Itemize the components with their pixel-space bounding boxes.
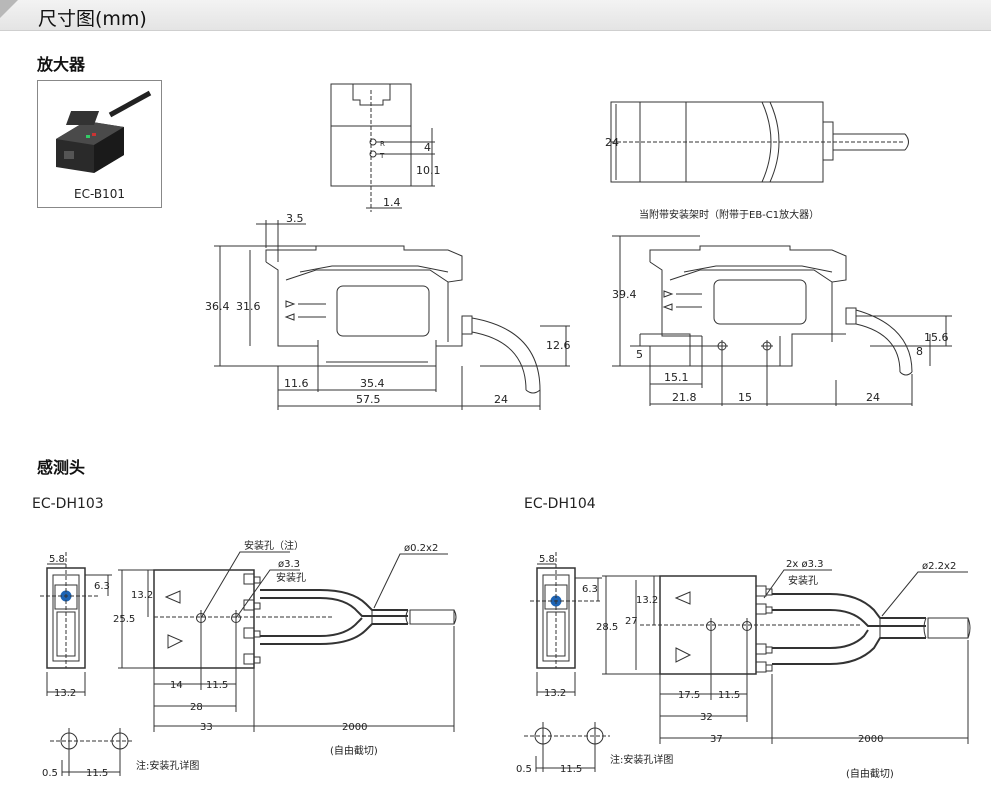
dh104-dim-2000: 2000 xyxy=(858,734,883,745)
dh103-cut: (自由截切) xyxy=(330,744,378,757)
dh104-dim-13-2-front: 13.2 xyxy=(544,688,566,699)
sensor-section-title: 感测头 xyxy=(37,458,86,477)
dh103-dim-11-5: 11.5 xyxy=(206,680,228,691)
amplifier-bracket-view: 39.4 5 15.6 8 15.1 21.8 15 24 xyxy=(612,235,952,406)
dh104-cut: (自由截切) xyxy=(846,767,894,780)
dh103-hole-note: 安装孔（注） xyxy=(244,539,304,552)
dh103-dim-14: 14 xyxy=(170,680,183,691)
dh103-dim-13-2-front: 13.2 xyxy=(54,688,76,699)
dh104-dia-3-3: 2x ø3.3 xyxy=(786,559,823,570)
dh103-dim-28: 28 xyxy=(190,702,203,713)
dim-36-4: 36.4 xyxy=(205,300,230,313)
dim-24-bracket: 24 xyxy=(866,391,880,404)
section-header: 尺寸图(mm) xyxy=(0,0,991,31)
dim-1-4: 1.4 xyxy=(383,196,401,209)
dh104-detail-note: 注:安装孔详图 xyxy=(610,753,673,766)
dim-15-1: 15.1 xyxy=(664,371,689,384)
dh104-dim-0-5: 0.5 xyxy=(516,764,532,775)
dh104-dim-6-3: 6.3 xyxy=(582,584,598,595)
bracket-note: 当附带安装架时（附带于EB-C1放大器） xyxy=(639,208,819,221)
dim-35-4: 35.4 xyxy=(360,377,385,390)
dim-4: 4 xyxy=(424,141,431,154)
dh103-dim-0-5: 0.5 xyxy=(42,768,58,779)
dh104-dim-32: 32 xyxy=(700,712,713,723)
dh103-model-label: EC-DH103 xyxy=(32,496,104,512)
dh104-hole-label: 安装孔 xyxy=(788,574,818,587)
dh104-dim-27: 27 xyxy=(625,616,638,627)
dh103-detail-note: 注:安装孔详图 xyxy=(136,759,199,772)
dim-15-6: 15.6 xyxy=(924,331,949,344)
amplifier-photo: EC-B101 xyxy=(37,80,162,208)
dim-24-front: 24 xyxy=(494,393,508,406)
dh104-dim-28-5: 28.5 xyxy=(596,622,618,633)
dh104-dim-5-8: 5.8 xyxy=(539,554,555,565)
dim-31-6: 31.6 xyxy=(236,300,261,313)
dh103-dia-3-3: ø3.3 xyxy=(278,559,300,570)
dim-12-6: 12.6 xyxy=(546,339,571,352)
dim-11-6: 11.6 xyxy=(284,377,309,390)
header-corner-mark xyxy=(0,0,18,18)
dim-24-side: 24 xyxy=(605,136,619,149)
dim-10-1: 10.1 xyxy=(416,164,441,177)
dim-3-5: 3.5 xyxy=(286,212,304,225)
amplifier-photo-image xyxy=(56,90,152,173)
dh103-dim-2000: 2000 xyxy=(342,722,367,733)
label-r: R xyxy=(380,140,385,148)
dh104-dim-37: 37 xyxy=(710,734,723,745)
amplifier-section-title: 放大器 xyxy=(37,55,86,74)
dim-8: 8 xyxy=(916,345,923,358)
dh104-dim-17-5: 17.5 xyxy=(678,690,700,701)
dim-57-5: 57.5 xyxy=(356,393,381,406)
amplifier-side-view: 24 xyxy=(605,101,909,183)
dh104-drawing: 5.8 6.3 13.2 2x ø3.3 安装孔 ø2.2x xyxy=(516,552,971,780)
dh103-dim-11-5-detail: 11.5 xyxy=(86,768,108,779)
dim-5: 5 xyxy=(636,348,643,361)
amplifier-top-view: R T 4 10.1 1.4 xyxy=(330,83,441,212)
dh103-drawing: 5.8 6.3 13.2 安装孔（注） ø3.3 安装孔 xyxy=(40,539,457,779)
photo-caption: EC-B101 xyxy=(74,187,125,201)
dh104-dim-13-2: 13.2 xyxy=(636,595,658,606)
dim-21-8: 21.8 xyxy=(672,391,697,404)
dh103-cable-dia: ø0.2x2 xyxy=(404,543,438,554)
dh103-hole-label: 安装孔 xyxy=(276,571,306,584)
dh103-dim-33: 33 xyxy=(200,722,213,733)
dh104-model-label: EC-DH104 xyxy=(524,496,596,512)
dh103-dim-6-3: 6.3 xyxy=(94,581,110,592)
dh104-cable-dia: ø2.2x2 xyxy=(922,561,956,572)
label-t: T xyxy=(379,152,385,160)
dh103-dim-13-2: 13.2 xyxy=(131,590,153,601)
amplifier-front-view: 3.5 36.4 31.6 12.6 11.6 35.4 57.5 24 xyxy=(205,212,571,410)
dim-39-4: 39.4 xyxy=(612,288,637,301)
dh103-dim-5-8: 5.8 xyxy=(49,554,65,565)
dh103-dim-25-5: 25.5 xyxy=(113,614,135,625)
dim-15: 15 xyxy=(738,391,752,404)
dh104-dim-11-5: 11.5 xyxy=(718,690,740,701)
dh104-dim-11-5-detail: 11.5 xyxy=(560,764,582,775)
page-title: 尺寸图(mm) xyxy=(38,8,147,30)
